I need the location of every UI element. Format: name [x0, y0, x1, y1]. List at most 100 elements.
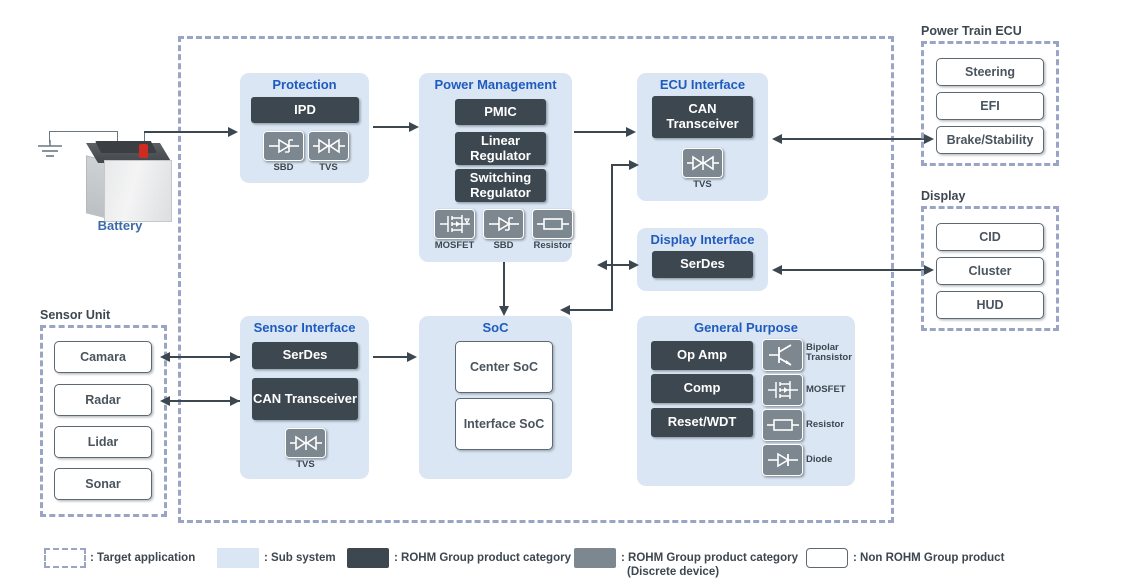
display-unit-item-cid[interactable]: CID [936, 223, 1044, 251]
sensor-interface-product-can-transceiver[interactable]: CAN Transceiver [252, 378, 358, 420]
sensor-interface-to-soc-arrowhead [407, 351, 417, 362]
power-management-product-pmic[interactable]: PMIC [455, 99, 546, 125]
power-train-ecu-item-steering[interactable]: Steering [936, 58, 1044, 86]
power-management-to-ecu-interface-line [574, 131, 628, 133]
soc-trunk-bottom-return-arrowhead [560, 304, 570, 315]
power-management-to-soc-line [503, 262, 505, 310]
general-purpose-product-reset-wdt[interactable]: Reset/WDT [651, 408, 753, 437]
resistor-icon [766, 419, 799, 431]
general-purpose-discrete-resistor[interactable] [762, 409, 803, 441]
mosfet-icon [767, 381, 798, 399]
resistor-icon [536, 218, 569, 230]
ecu-interface-title: ECU Interface [659, 77, 746, 92]
battery-to-protection-line [144, 131, 232, 133]
battery-to-protection-arrowhead [228, 126, 238, 137]
power-management-to-ecu-interface-arrowhead [626, 126, 636, 137]
bipolar-transistor-label-text: Bipolar Transistor [806, 342, 852, 364]
power-train-ecu-item-brake-stability[interactable]: Brake/Stability [936, 126, 1044, 154]
power-management-product-switching-regulator[interactable]: Switching Regulator [455, 169, 546, 202]
sensor-unit-frame [40, 325, 167, 517]
power-management-discrete-sbd-label: SBD [493, 240, 514, 251]
display-unit-frame [921, 206, 1059, 331]
soc-interface-trunk-vertical [611, 164, 613, 311]
sensor-unit-serdes-link [170, 356, 240, 358]
sensor-interface-product-serdes[interactable]: SerDes [252, 342, 358, 369]
legend-swatch-target-application [44, 548, 86, 568]
ground-symbol-icon [38, 140, 62, 157]
legend-swatch-rohm-product [347, 548, 389, 568]
protection-discrete-sbd[interactable] [263, 131, 304, 161]
sensor-unit-can-link-arrow-right [230, 395, 240, 406]
sensor-interface-title: Sensor Interface [253, 320, 356, 335]
display-interface-title: Display Interface [650, 232, 755, 247]
power-management-discrete-sbd[interactable] [483, 209, 524, 239]
sbd-diode-icon [488, 216, 519, 232]
protection-discrete-tvs[interactable] [308, 131, 349, 161]
power-train-ecu-item-efi[interactable]: EFI [936, 92, 1044, 120]
bipolar-transistor-icon [768, 344, 791, 366]
battery-negative-wire-vertical [49, 131, 51, 143]
legend-swatch-rohm-discrete [574, 548, 616, 568]
legend-label-target-application: : Target application [90, 552, 196, 564]
power-management-discrete-resistor[interactable] [532, 209, 573, 239]
power-management-product-linear-regulator[interactable]: Linear Regulator [455, 132, 546, 165]
power-management-title: Power Management [434, 77, 557, 92]
target-application-outer-frame [178, 36, 894, 523]
soc-block-interface-soc[interactable]: Interface SoC [455, 398, 553, 450]
legend-label-rohm-discrete: : ROHM Group product category (Discrete … [621, 551, 798, 580]
sensor-interface-discrete-tvs[interactable] [285, 428, 326, 458]
battery-negative-wire-horizontal [49, 131, 118, 133]
legend-label-rohm-discrete-line1: : ROHM Group product category [621, 552, 798, 564]
display-unit-item-hud[interactable]: HUD [936, 291, 1044, 319]
general-purpose-discrete-mosfet[interactable] [762, 374, 803, 406]
soc-trunk-bottom-return-line [568, 309, 613, 311]
sensor-unit-can-link-arrow-left [160, 395, 170, 406]
general-purpose-product-comp[interactable]: Comp [651, 374, 753, 403]
protection-discrete-tvs-label: TVS [319, 162, 338, 173]
display-interface-to-display-arrow-left [772, 264, 782, 275]
display-interface-to-display-line [782, 269, 928, 271]
legend-label-rohm-product: : ROHM Group product category [394, 552, 571, 564]
sensor-unit-item-sonar[interactable]: Sonar [54, 468, 152, 500]
ecu-interface-to-power-train-arrow-left [772, 133, 782, 144]
tvs-diode-icon [312, 138, 345, 154]
ecu-interface-discrete-tvs-label: TVS [693, 179, 712, 190]
protection-to-power-management-line [373, 126, 411, 128]
soc-block-center-soc[interactable]: Center SoC [455, 341, 553, 393]
general-purpose-discrete-bipolar-transistor[interactable] [762, 339, 803, 371]
soc-title: SoC [482, 320, 509, 335]
protection-title: Protection [272, 77, 337, 92]
battery-front-face [104, 160, 172, 222]
ecu-interface-to-power-train-line [782, 138, 928, 140]
ecu-interface-discrete-tvs[interactable] [682, 148, 723, 178]
power-train-ecu-title: Power Train ECU [921, 24, 1022, 38]
protection-product-ipd[interactable]: IPD [251, 97, 359, 123]
sensor-unit-item-camara[interactable]: Camara [54, 341, 152, 373]
diode-icon [767, 452, 798, 468]
tvs-diode-icon [686, 155, 719, 171]
legend-label-non-rohm: : Non ROHM Group product [853, 552, 1005, 564]
protection-subsystem [240, 73, 369, 183]
legend-label-rohm-discrete-line2: (Discrete device) [627, 566, 720, 579]
protection-discrete-sbd-label: SBD [273, 162, 294, 173]
general-purpose-discrete-mosfet-label: MOSFET [806, 384, 846, 395]
power-management-discrete-resistor-label: Resistor [533, 240, 572, 251]
display-unit-item-cluster[interactable]: Cluster [936, 257, 1044, 285]
general-purpose-discrete-diode[interactable] [762, 444, 803, 476]
sensor-unit-item-radar[interactable]: Radar [54, 384, 152, 416]
mosfet-icon [439, 215, 470, 233]
protection-to-power-management-arrowhead [409, 121, 419, 132]
sensor-unit-item-lidar[interactable]: Lidar [54, 426, 152, 458]
battery-positive-terminal [139, 144, 148, 158]
power-management-discrete-mosfet[interactable] [434, 209, 475, 239]
general-purpose-product-op-amp[interactable]: Op Amp [651, 341, 753, 370]
display-interface-product-serdes[interactable]: SerDes [652, 251, 753, 278]
sensor-interface-discrete-tvs-label: TVS [296, 459, 315, 470]
power-management-discrete-mosfet-label: MOSFET [434, 240, 475, 251]
sensor-unit-can-link [170, 400, 240, 402]
soc-trunk-to-display-interface-arrow-left [597, 259, 607, 270]
legend-swatch-non-rohm [806, 548, 848, 568]
ecu-interface-to-power-train-arrow-right [924, 133, 934, 144]
ecu-interface-product-can-transceiver[interactable]: CAN Transceiver [652, 96, 753, 138]
power-train-ecu-frame [921, 41, 1059, 166]
